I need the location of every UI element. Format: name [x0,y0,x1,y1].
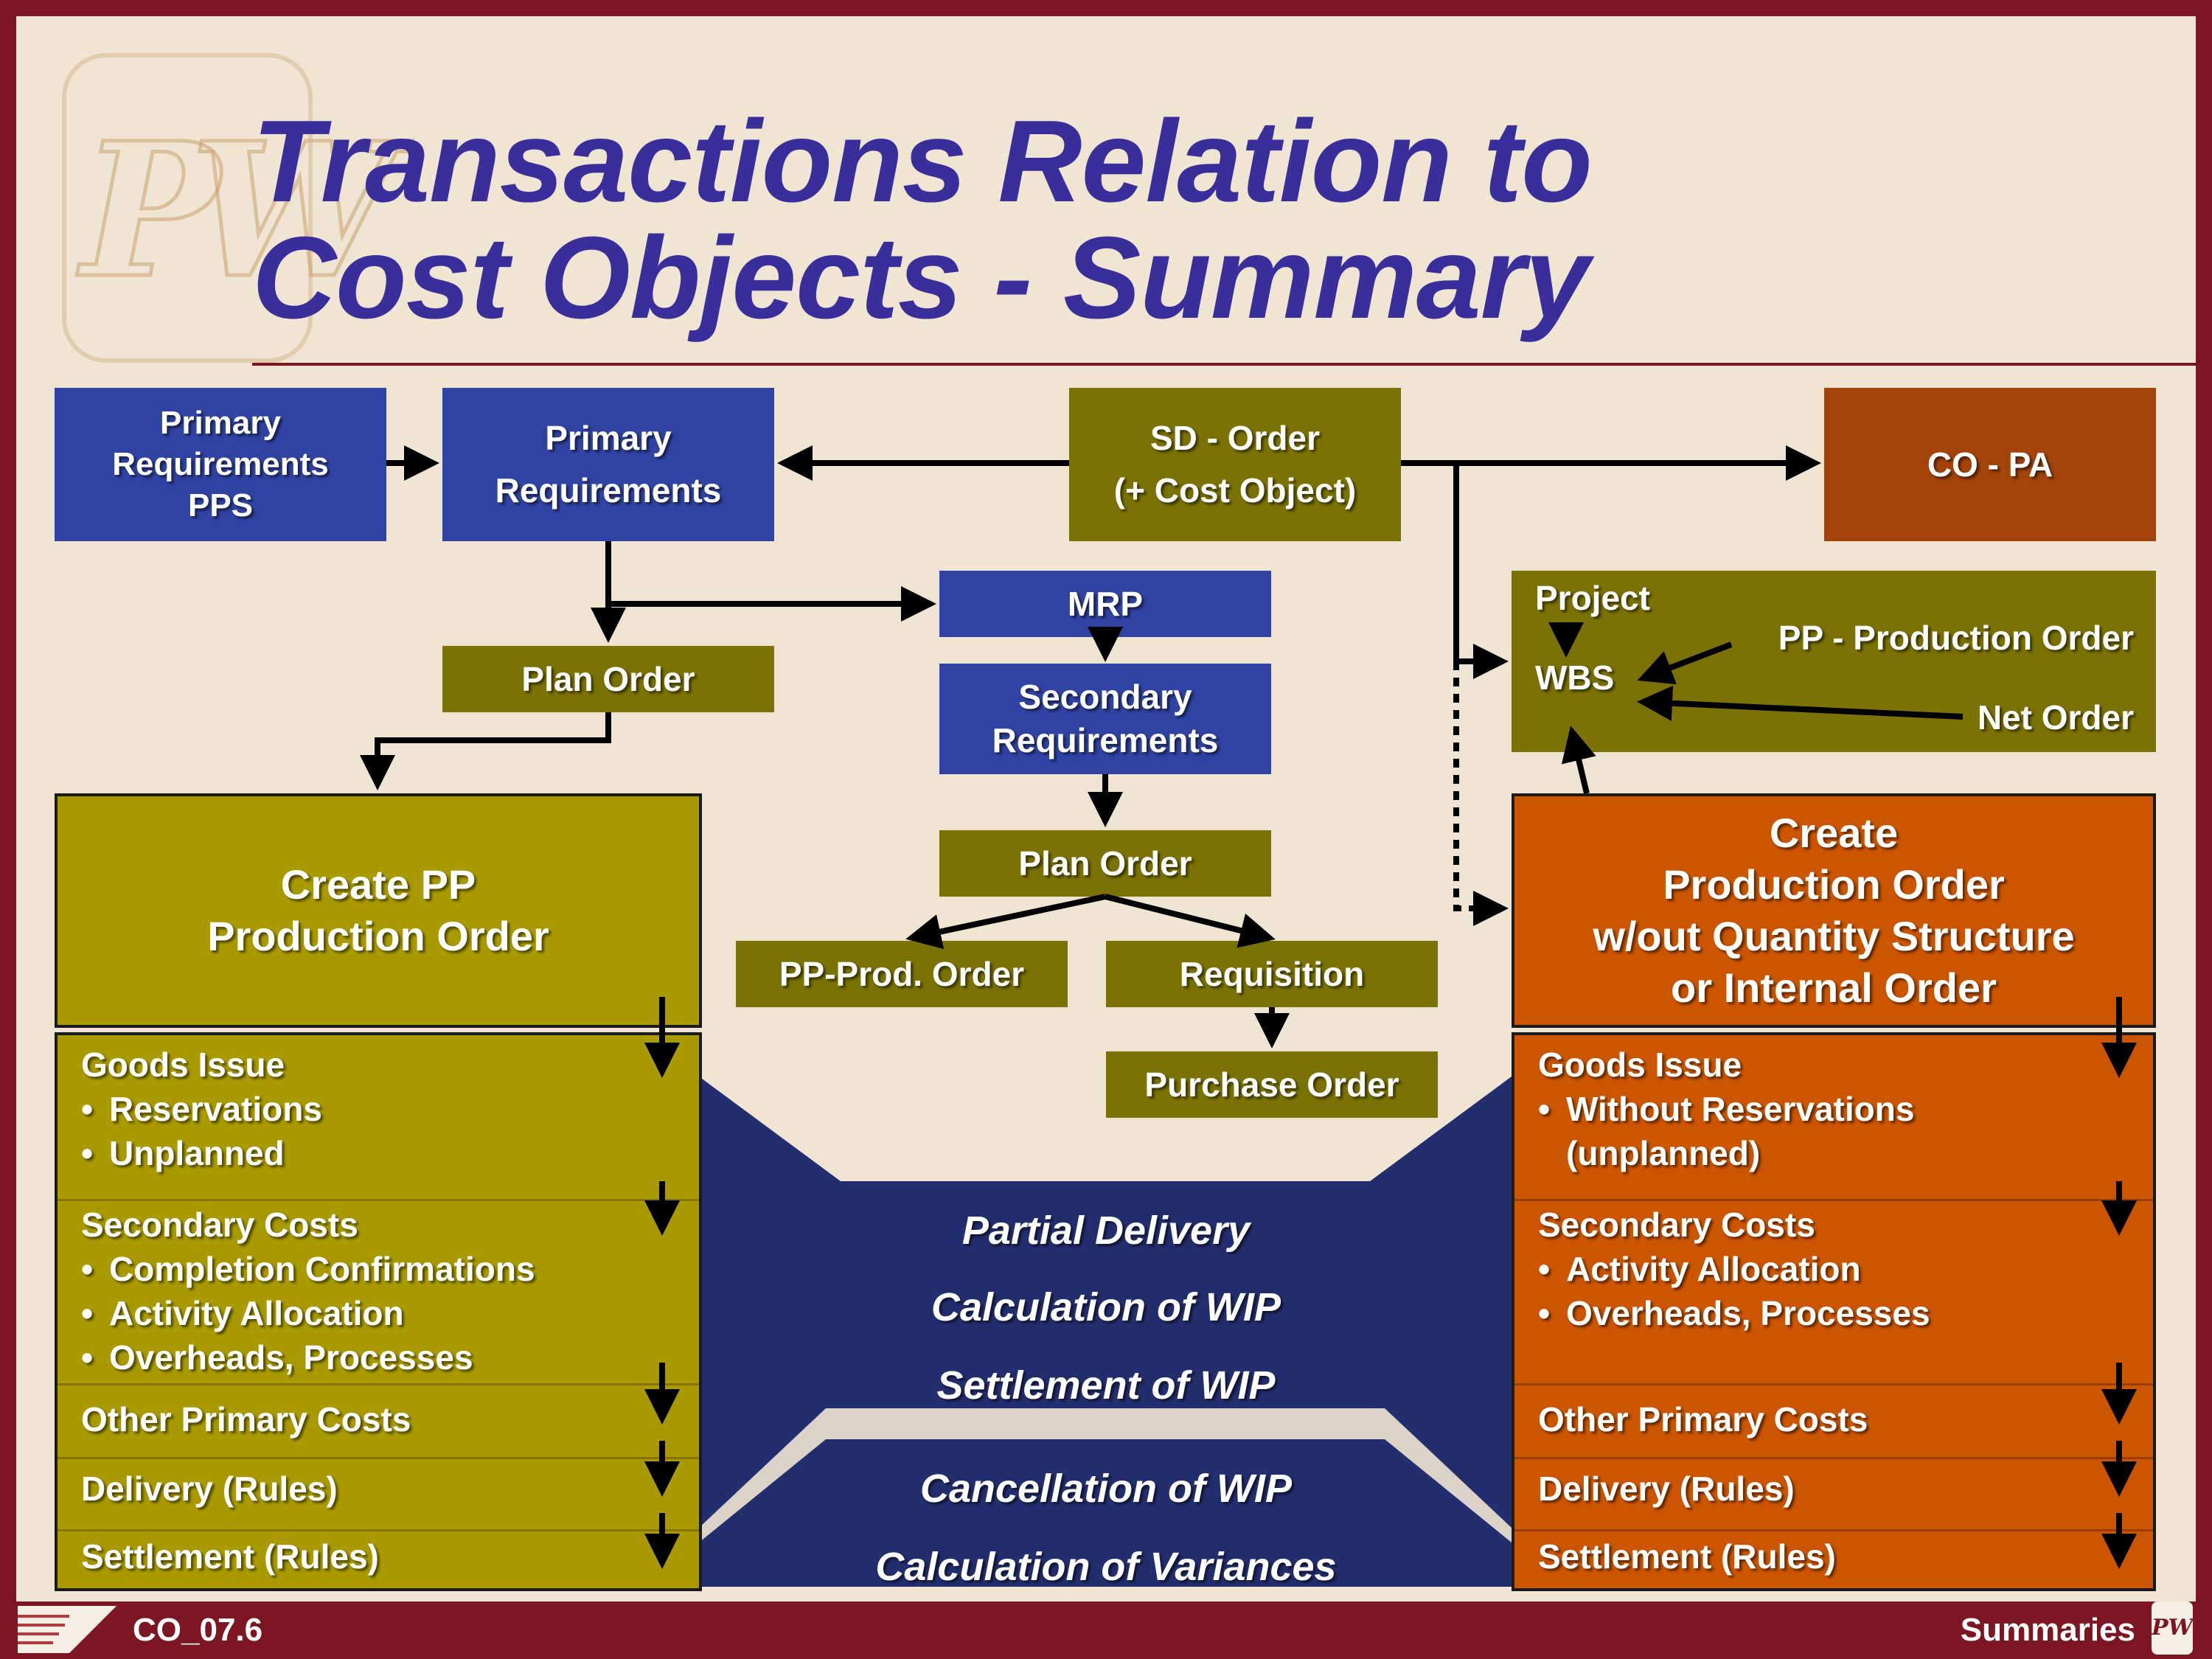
right-settlement-label: Settlement (Rules) [1538,1537,1836,1576]
arrow-plan-order-to-create-pp [360,712,611,790]
partial-delivery-label: Partial Delivery [961,1208,1251,1253]
page-title: Transactions Relation to Cost Objects - … [252,103,1653,336]
pps-line-3: PPS [187,487,254,524]
co-pa-box[interactable]: CO - PA [1824,388,2156,541]
right-secondary-costs-section[interactable]: Secondary Costs Activity Allocation Over… [1514,1199,2153,1383]
left-goods-issue-heading: Goods Issue [81,1046,285,1084]
sd-line-2: (+ Cost Object) [1113,471,1357,509]
left-secondary-costs-item: Completion Confirmations [81,1247,699,1291]
left-secondary-costs-item: Overheads, Processes [81,1335,699,1380]
footer-code: CO_07.6 [133,1612,263,1648]
right-delivery-section[interactable]: Delivery (Rules) [1514,1457,2153,1529]
plan-order-left-box[interactable]: Plan Order [442,646,774,712]
left-goods-issue-item: Reservations [81,1087,699,1131]
mrp-label: MRP [1067,584,1144,623]
calc-variances-label: Calculation of Variances [875,1545,1337,1589]
left-cost-block: Goods Issue Reservations Unplanned Secon… [55,1032,702,1591]
net-order-label: Net Order [1977,698,2134,737]
plan-order-mid-label: Plan Order [1018,844,1192,883]
pps-line-1: Primary [160,404,281,441]
create-pp-line-1: Create PP [280,861,476,908]
right-other-primary-section[interactable]: Other Primary Costs [1514,1383,2153,1457]
right-delivery-label: Delivery (Rules) [1538,1470,1795,1508]
primary-requirements-box[interactable]: Primary Requirements [442,388,774,541]
pps-line-2: Requirements [112,445,329,482]
footer-section: Summaries [1960,1612,2135,1648]
create-prod-line-4: or Internal Order [1671,964,1997,1011]
right-secondary-costs-item: Activity Allocation [1538,1247,2153,1291]
arrow-sd-to-wbs [1453,463,1509,679]
project-box[interactable]: Project WBS PP - Production Order Net Or… [1512,571,2156,752]
pr-line-1: Primary [545,418,672,457]
right-goods-issue-item: Without Reservations [1538,1087,2153,1131]
pp-prod-order-small-label: PP-Prod. Order [779,954,1025,993]
footer-logo-icon [18,1606,116,1653]
right-cost-block: Goods Issue Without Reservations (unplan… [1512,1032,2156,1591]
left-delivery-section[interactable]: Delivery (Rules) [58,1457,699,1529]
right-secondary-costs-heading: Secondary Costs [1538,1206,1815,1244]
co-pa-label: CO - PA [1927,445,2053,484]
arrow-net-order-to-wbs [1637,685,1964,721]
connectors [360,445,2137,1569]
mrp-box[interactable]: MRP [939,571,1271,637]
slide: PW Transactions Relation to Cost Objects… [16,16,2196,1601]
arrow-plan-to-pp-prod [905,894,1106,950]
create-prod-line-3: w/out Quantity Structure [1593,913,2075,959]
left-secondary-costs-heading: Secondary Costs [81,1206,358,1244]
footer-pw-logo-text: PW [2152,1615,2194,1641]
pp-production-order-label: PP - Production Order [1778,619,2134,657]
create-production-order-box[interactable]: Create Production Order w/out Quantity S… [1512,793,2156,1028]
create-prod-line-2: Production Order [1663,861,2005,908]
middle-band [699,1077,1512,1587]
arrow-plan-to-requisition [1105,894,1276,948]
right-settlement-section[interactable]: Settlement (Rules) [1514,1529,2153,1588]
project-label: Project [1535,579,1650,617]
footer-pw-logo: PW [2152,1601,2193,1655]
calc-wip-label: Calculation of WIP [931,1285,1281,1329]
arrow-create-to-wbs [1561,726,1596,794]
title-divider [252,363,2196,366]
right-goods-issue-heading: Goods Issue [1538,1046,1742,1084]
left-goods-issue-section[interactable]: Goods Issue Reservations Unplanned [58,1035,699,1199]
sr-line-1: Secondary [1018,678,1192,717]
create-pp-production-order-box[interactable]: Create PP Production Order [55,793,702,1028]
left-other-primary-section[interactable]: Other Primary Costs [58,1383,699,1457]
pp-prod-order-small-box[interactable]: PP-Prod. Order [736,941,1068,1007]
right-other-primary-label: Other Primary Costs [1538,1400,1868,1439]
wbs-label: WBS [1535,658,1615,697]
logo-watermark: PW [62,53,399,363]
primary-requirements-pps-box[interactable]: Primary Requirements PPS [55,388,386,541]
purchase-order-box[interactable]: Purchase Order [1106,1051,1438,1118]
logo-text: PW [80,100,400,321]
purchase-order-label: Purchase Order [1144,1065,1399,1104]
title-line-2: Cost Objects - Summary [252,213,1590,343]
sd-line-1: SD - Order [1150,418,1321,457]
plan-order-mid-box[interactable]: Plan Order [939,830,1271,897]
sr-line-2: Requirements [992,721,1219,759]
left-settlement-section[interactable]: Settlement (Rules) [58,1529,699,1588]
left-goods-issue-item: Unplanned [81,1131,699,1175]
secondary-requirements-box[interactable]: Secondary Requirements [939,664,1271,774]
left-other-primary-label: Other Primary Costs [81,1400,411,1439]
right-goods-issue-item: (unplanned) [1566,1134,1761,1172]
right-goods-issue-section[interactable]: Goods Issue Without Reservations (unplan… [1514,1035,2153,1199]
left-secondary-costs-section[interactable]: Secondary Costs Completion Confirmations… [58,1199,699,1383]
arrow-ppo-to-wbs [1637,641,1733,685]
create-pp-line-2: Production Order [207,913,549,959]
plan-order-left-label: Plan Order [521,659,695,698]
settle-wip-label: Settlement of WIP [936,1363,1276,1408]
requisition-label: Requisition [1179,954,1365,993]
sd-order-box[interactable]: SD - Order (+ Cost Object) [1069,388,1401,541]
pr-line-2: Requirements [495,471,722,509]
arrow-dashed-to-create-prod [1453,661,1509,926]
create-prod-line-1: Create [1769,810,1899,856]
left-secondary-costs-item: Activity Allocation [81,1291,699,1335]
cancel-wip-label: Cancellation of WIP [919,1467,1293,1511]
left-delivery-label: Delivery (Rules) [81,1470,338,1508]
requisition-box[interactable]: Requisition [1106,941,1438,1007]
title-line-1: Transactions Relation to [252,97,1593,226]
left-settlement-label: Settlement (Rules) [81,1537,379,1576]
right-secondary-costs-item: Overheads, Processes [1538,1291,2153,1335]
